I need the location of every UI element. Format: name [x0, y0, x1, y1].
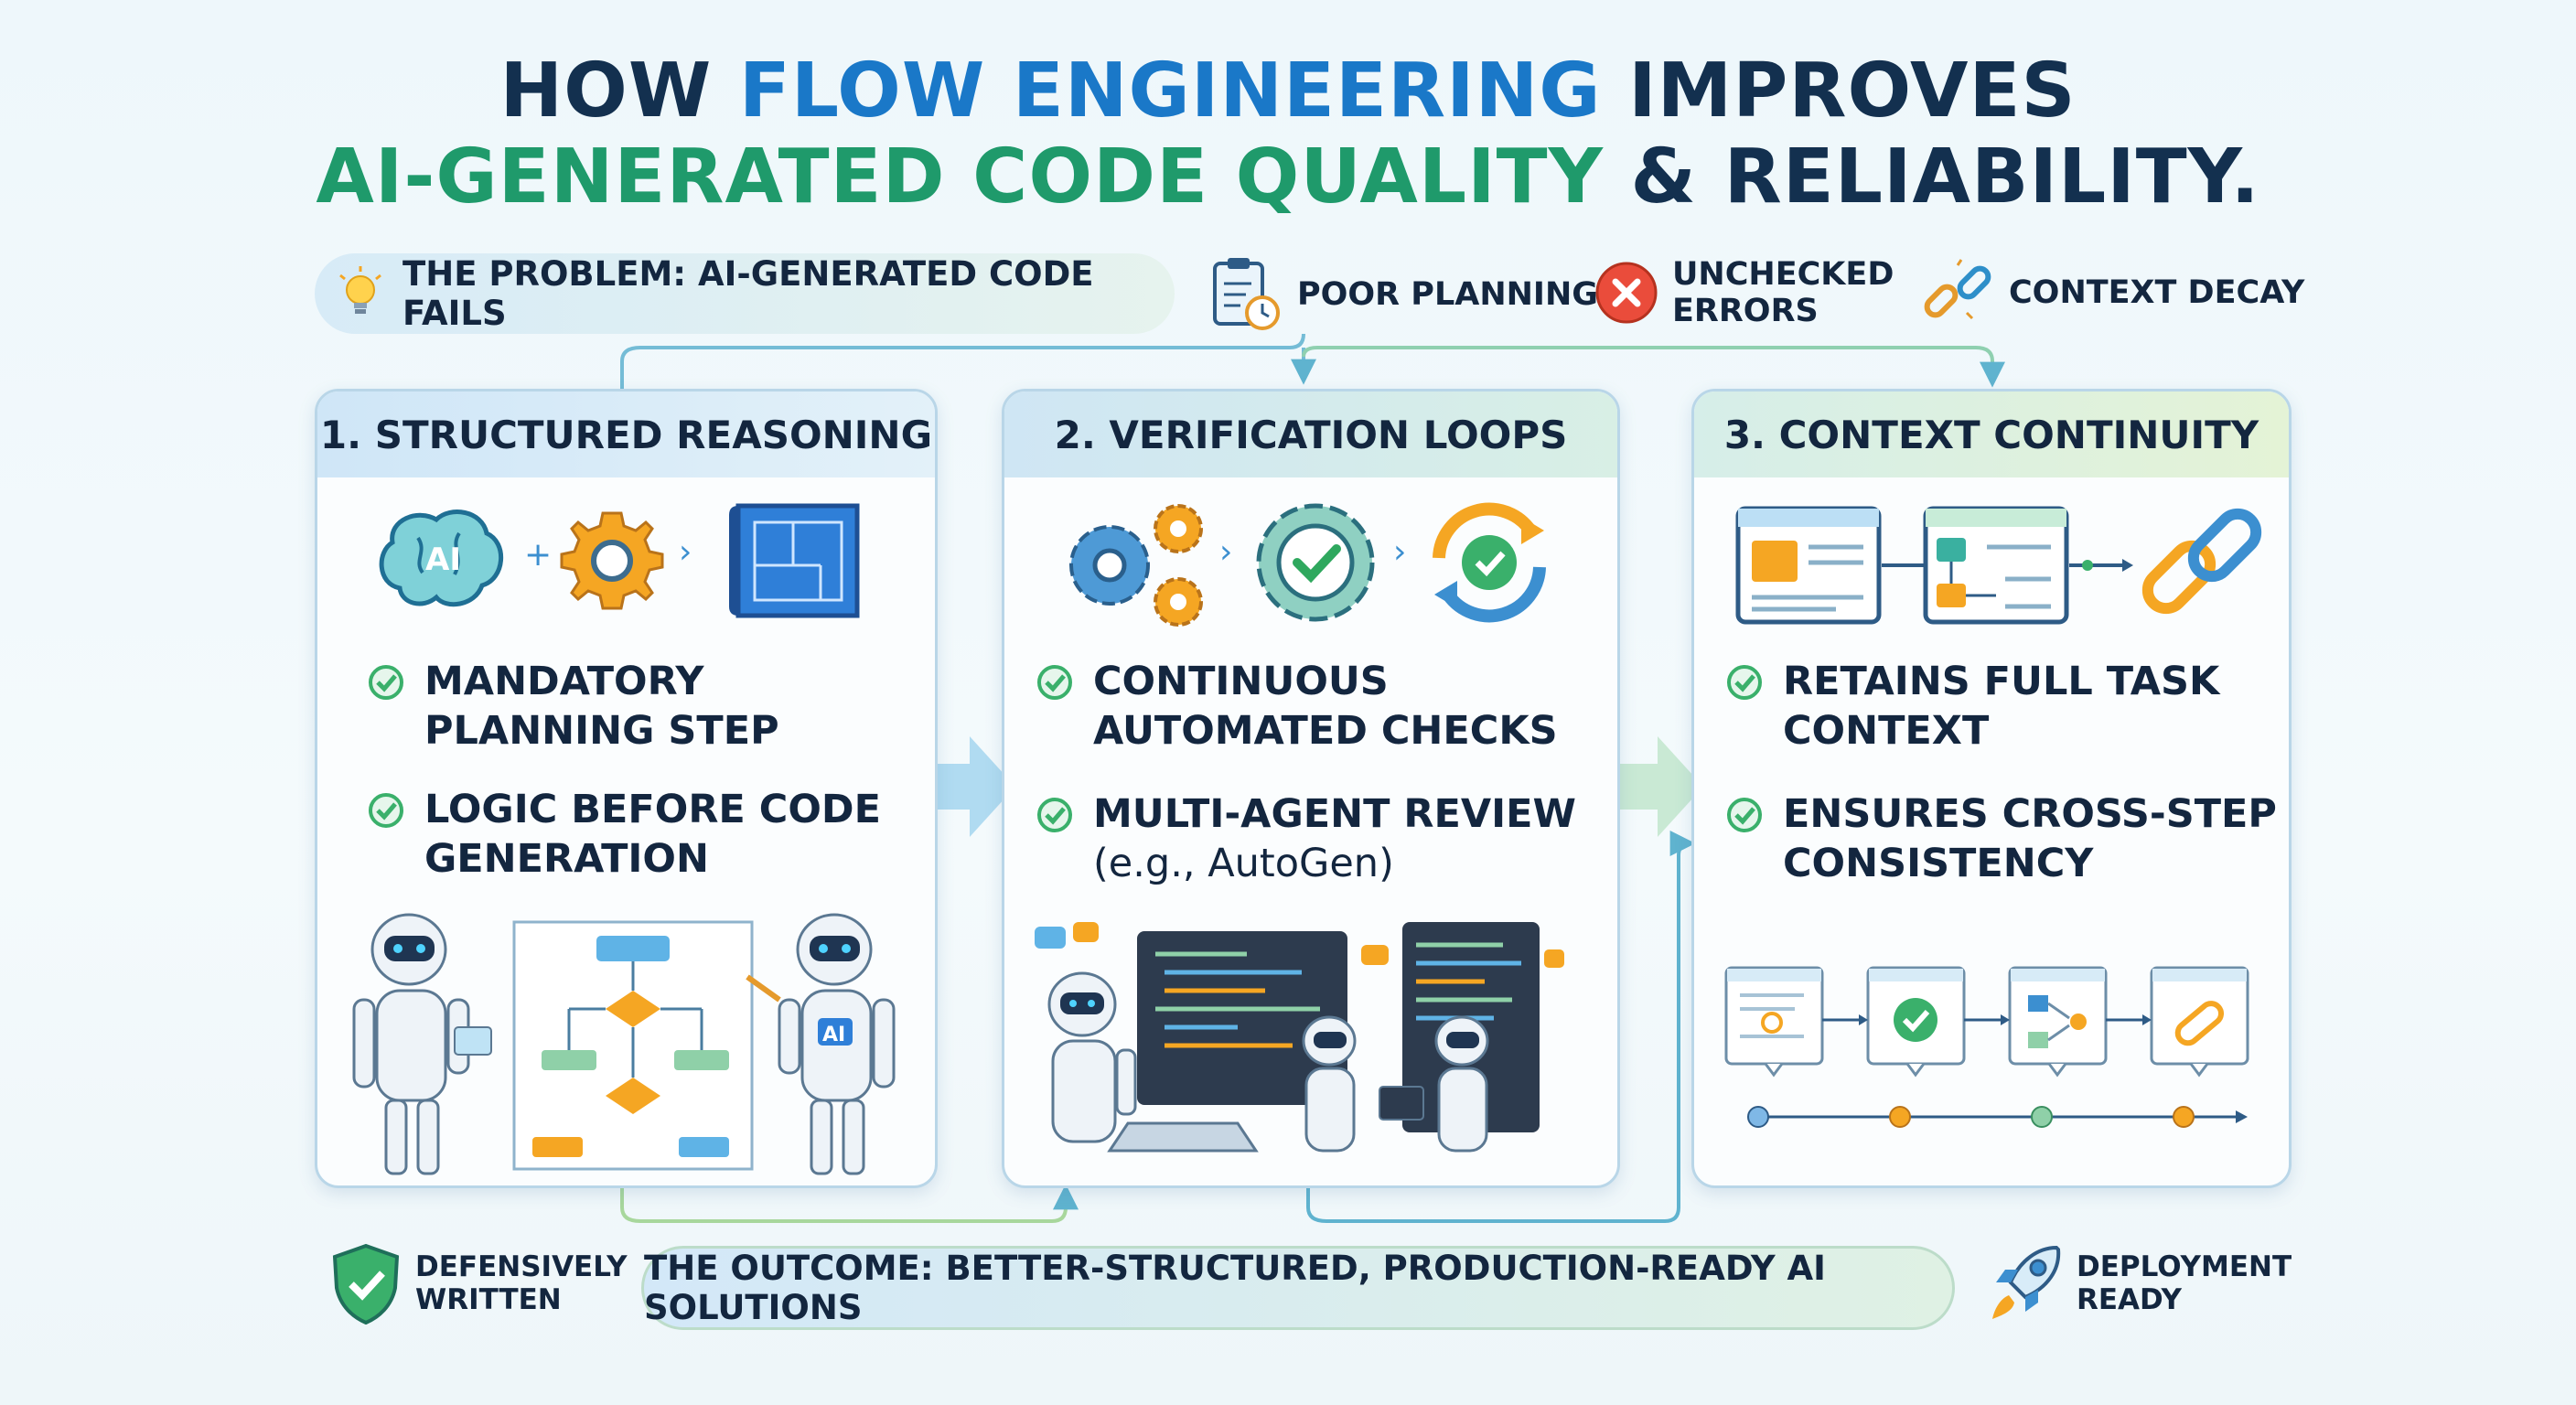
- problem-label: THE PROBLEM: AI-GENERATED CODE FAILS: [402, 254, 1094, 333]
- check-circle-icon: [1037, 798, 1072, 832]
- issue-label: POOR PLANNING: [1297, 276, 1598, 313]
- window-icon: [1735, 506, 1882, 625]
- clipboard-clock-icon: [1213, 258, 1280, 330]
- card-heading: 1. STRUCTURED REASONING: [317, 391, 935, 477]
- outcome-banner: THE OUTCOME: BETTER-STRUCTURED, PRODUCTI…: [641, 1246, 1955, 1330]
- bullet-line: GENERATION: [424, 836, 709, 882]
- badge-label-line-2: READY: [2077, 1283, 2182, 1316]
- gears-icon: [1069, 504, 1203, 627]
- outcome-label: THE OUTCOME: BETTER-STRUCTURED, PRODUCTI…: [644, 1249, 1826, 1327]
- problem-banner: THE PROBLEM: AI-GENERATED CODE FAILS: [315, 253, 1175, 334]
- bullet-line: AUTOMATED CHECKS: [1093, 708, 1558, 754]
- check-circle-icon: [369, 793, 403, 828]
- badge-label-line-1: DEFENSIVELY: [415, 1250, 628, 1283]
- issue-label-line-2: ERRORS: [1672, 293, 1819, 329]
- bullet-multi-agent-review: MULTI-AGENT REVIEW(e.g., AutoGen): [1036, 789, 1576, 888]
- bullet-line: MULTI-AGENT REVIEW: [1093, 791, 1576, 837]
- robot-chest-badge: AI: [822, 1024, 845, 1046]
- rocket-icon: [1992, 1245, 2061, 1319]
- flow-arrow-2-3: [1612, 736, 1703, 837]
- bullet-line-example: (e.g., AutoGen): [1093, 841, 1394, 886]
- gear-icon: [560, 511, 664, 610]
- arrow-icon: ›: [679, 533, 692, 571]
- title-segment: HOW: [499, 48, 739, 134]
- plus-icon: +: [524, 536, 553, 574]
- bullet-line: CONTEXT: [1783, 708, 1990, 754]
- error-x-icon: [1595, 262, 1658, 324]
- check-circle-icon: [1727, 665, 1762, 700]
- gear-check-icon: [1256, 503, 1375, 622]
- title-segment: & RELIABILITY.: [1603, 134, 2260, 220]
- context-timeline-illustration: [1724, 966, 2249, 1128]
- robots-flowchart-illustration: AI: [352, 913, 896, 1175]
- refresh-check-icon: [1433, 502, 1546, 623]
- bullet-line: PLANNING STEP: [424, 708, 779, 754]
- robots-code-review-illustration: [1035, 922, 1564, 1153]
- check-circle-icon: [1727, 798, 1762, 832]
- title-segment-highlight: AI-GENERATED CODE QUALITY: [316, 134, 1604, 220]
- badge-label-line-1: DEPLOYMENT: [2077, 1250, 2292, 1283]
- window-flow-icon: [1923, 506, 2069, 625]
- check-circle-icon: [1037, 665, 1072, 700]
- lightbulb-icon: [339, 266, 381, 314]
- ai-brain-icon: AI: [379, 509, 503, 607]
- svg-text:AI: AI: [425, 542, 461, 578]
- card-structured-reasoning: 1. STRUCTURED REASONING AI + › MANDATORY…: [315, 389, 938, 1188]
- connector-arrow-icon: [2069, 559, 2133, 572]
- title-segment-highlight: FLOW ENGINEERING: [738, 48, 1602, 134]
- check-circle-icon: [369, 665, 403, 700]
- arrow-icon: ›: [1393, 533, 1407, 571]
- card-heading: 3. CONTEXT CONTINUITY: [1694, 391, 2289, 477]
- flow-arrow-1-2: [924, 736, 1015, 837]
- card-heading: 2. VERIFICATION LOOPS: [1004, 391, 1617, 477]
- issue-context-decay: CONTEXT DECAY: [1921, 258, 2304, 327]
- issue-poor-planning: POOR PLANNING: [1209, 256, 1598, 333]
- bullet-line: RETAINS FULL TASK: [1783, 659, 2220, 704]
- blueprint-icon: [729, 503, 860, 618]
- issue-label: CONTEXT DECAY: [2009, 274, 2305, 311]
- broken-chain-icon: [1924, 259, 1991, 320]
- bullet-line: CONSISTENCY: [1783, 841, 2094, 886]
- badge-defensively-written: DEFENSIVELY WRITTEN: [329, 1242, 628, 1325]
- issue-label-line-1: UNCHECKED: [1672, 256, 1894, 293]
- bullet-line: ENSURES CROSS-STEP: [1783, 791, 2277, 837]
- chain-link-icon: [2141, 508, 2262, 615]
- page-title-line-2: AI-GENERATED CODE QUALITY & RELIABILITY.: [0, 134, 2576, 220]
- bullet-line: CONTINUOUS: [1093, 659, 1389, 704]
- arrow-icon: ›: [1219, 533, 1233, 571]
- badge-deployment-ready: DEPLOYMENT READY: [1985, 1242, 2292, 1325]
- bullet-line: LOGIC BEFORE CODE: [424, 787, 881, 832]
- badge-label-line-2: WRITTEN: [415, 1283, 562, 1316]
- issue-unchecked-errors: UNCHECKED ERRORS: [1594, 256, 1894, 329]
- shield-check-icon: [332, 1243, 400, 1325]
- bullet-line: MANDATORY: [424, 659, 704, 704]
- page-title-line-1: HOW FLOW ENGINEERING IMPROVES: [0, 48, 2576, 134]
- title-segment: IMPROVES: [1601, 48, 2077, 134]
